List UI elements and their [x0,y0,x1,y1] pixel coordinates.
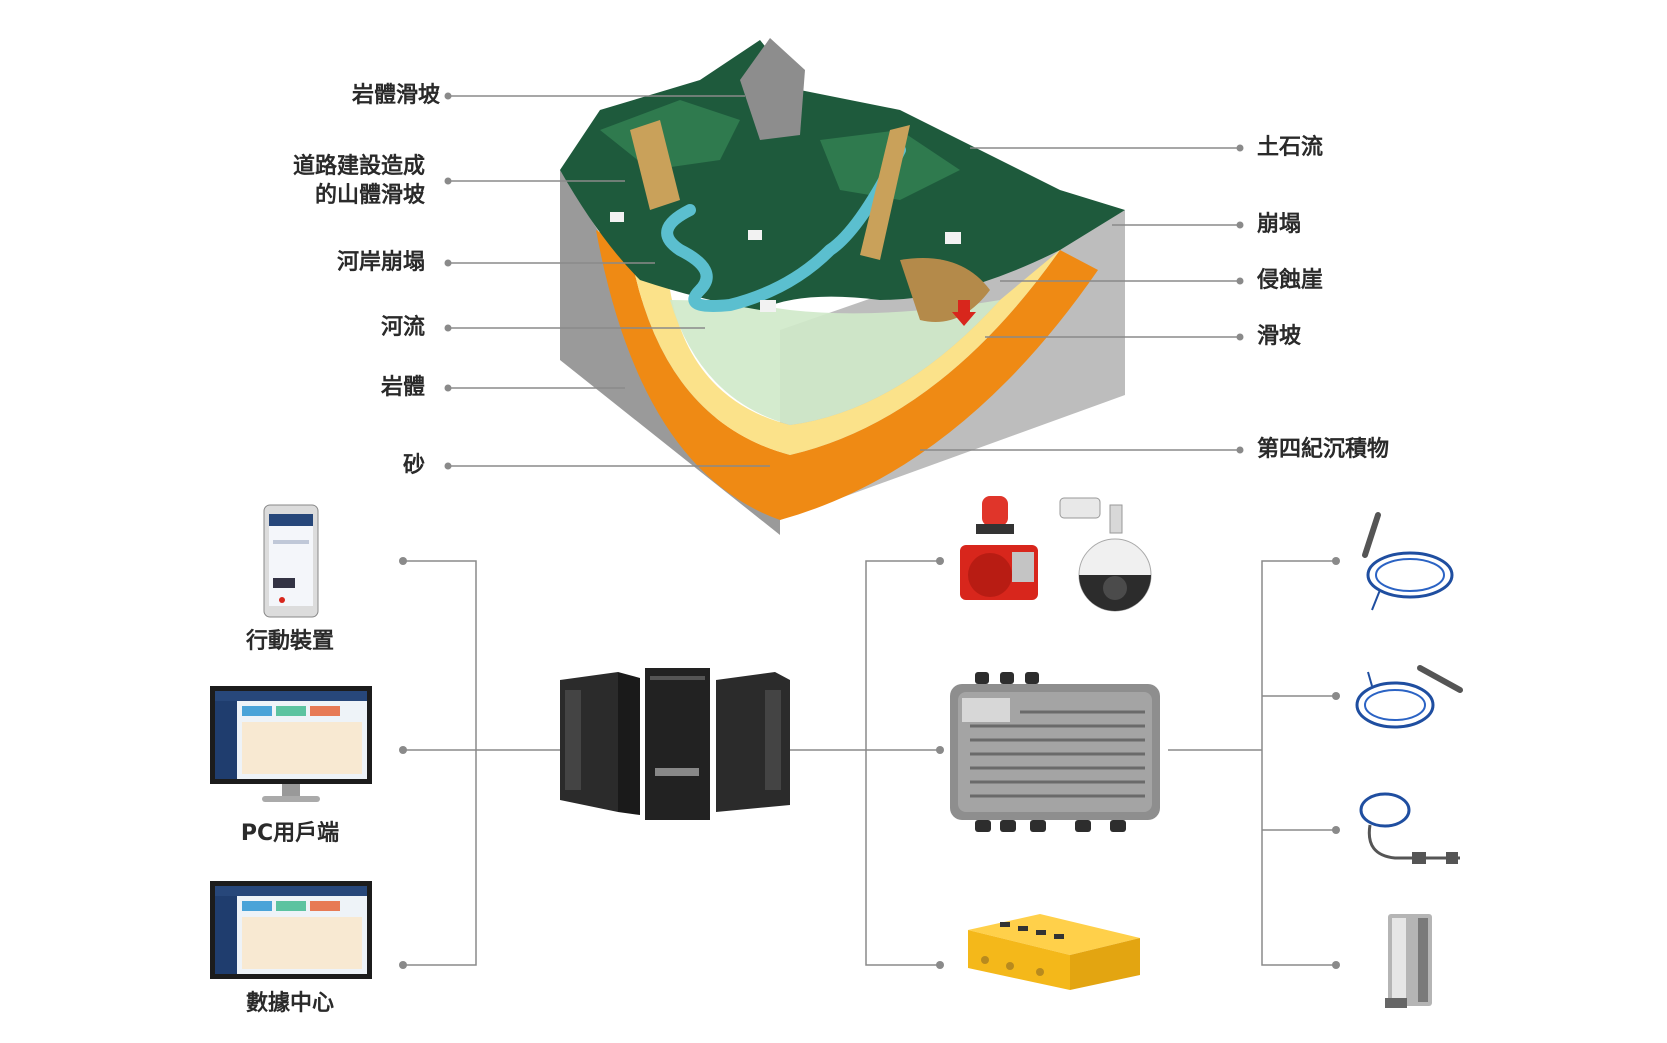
house-2 [748,230,762,240]
label-rock-mass: 岩體 [380,375,425,400]
lake-body [670,300,1000,425]
terrain-block-illustration [560,38,1125,535]
clients-bracket [403,560,477,966]
label-road-slide-line1: 道路建設造成 [292,154,425,179]
label-road-slide-line2: 的山體滑坡 [314,183,425,208]
label-quaternary: 第四紀沉積物 [1257,437,1390,462]
sensor-1-icon [1362,512,1454,611]
house-1 [610,212,624,222]
warning-arrow [952,300,976,326]
label-bank-collapse: 河岸崩塌 [336,250,425,275]
label-datacenter: 數據中心 [245,991,334,1016]
data-logger-unit-icon [950,672,1160,832]
house-3 [760,300,776,312]
sensor-4-icon [1385,914,1432,1008]
devices-bracket [865,560,940,966]
rtu-gateway-icon [968,914,1140,990]
sensor-3-icon [1359,792,1460,864]
connector-dots [399,557,1340,969]
datacenter-monitor-icon [210,881,372,979]
label-river: 河流 [380,315,425,340]
left-callouts [444,92,770,470]
label-collapse: 崩塌 [1257,212,1302,237]
dome-camera-icon [1059,497,1152,612]
forest-highlight [600,100,740,170]
rock-peak [740,38,805,140]
bedrock-layer [596,230,1098,520]
landslide-scar-1 [630,120,680,210]
server-racks-icon [560,668,790,820]
right-callouts [920,144,1244,454]
sensors-bracket [1261,560,1336,966]
sensor-2-icon [1355,665,1463,729]
network-connectors [403,560,1336,966]
landslide-scar-2 [860,125,910,260]
sand-layer [630,250,1060,455]
mobile-phone-icon [263,504,319,618]
alarm-siren-icon [960,496,1038,600]
label-debris-flow: 土石流 [1257,135,1324,160]
label-sand: 砂 [402,453,425,478]
pc-monitor-icon [210,686,372,802]
label-erosion-cliff: 侵蝕崖 [1257,268,1324,293]
label-landslide: 滑坡 [1257,324,1302,349]
label-pc: PC用戶端 [240,821,340,846]
river-path [661,144,906,312]
house-4 [945,232,961,244]
label-rock-slide: 岩體滑坡 [351,83,440,108]
label-mobile: 行動裝置 [245,629,334,654]
